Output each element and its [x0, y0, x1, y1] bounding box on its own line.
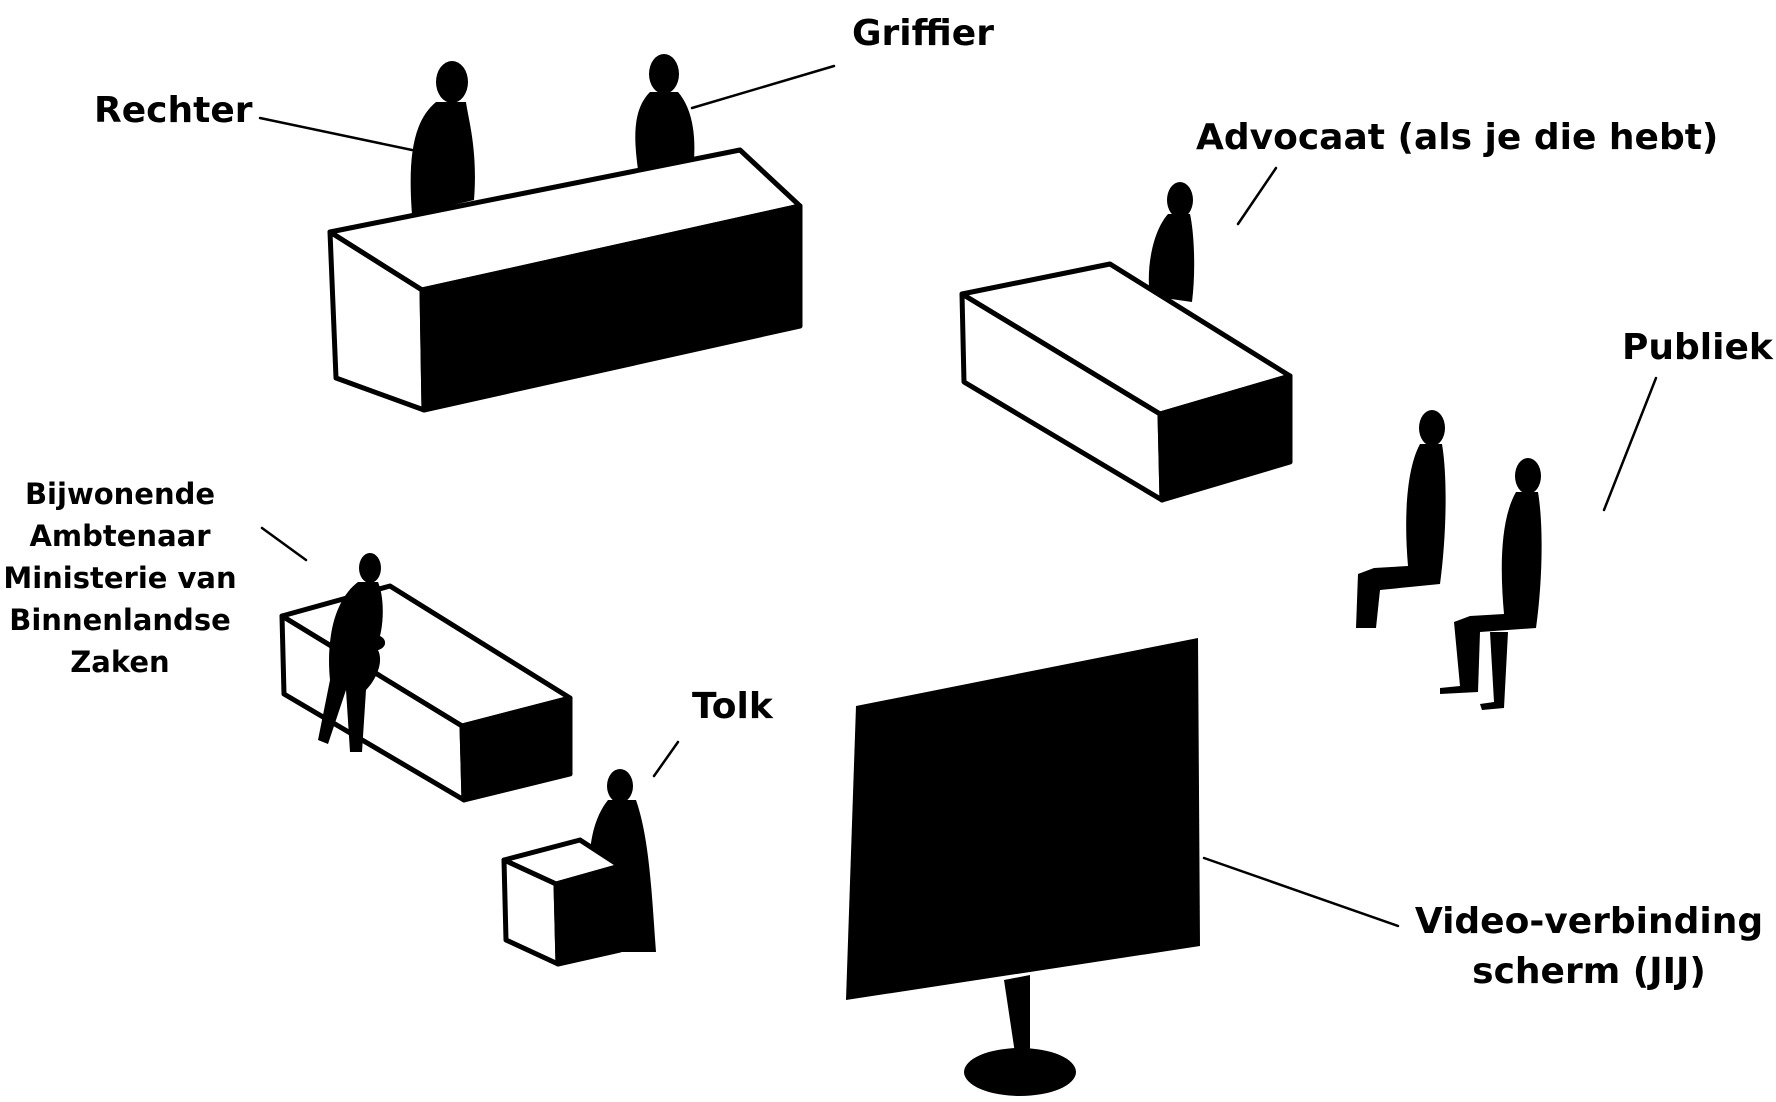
- label-ambtenaar: Bijwonende Ambtenaar Ministerie van Binn…: [0, 473, 240, 683]
- leader-video: [1204, 858, 1398, 926]
- label-ambtenaar-line-5: Zaken: [0, 641, 240, 683]
- label-publiek: Publiek: [1622, 327, 1773, 369]
- label-griffier: Griffier: [852, 13, 994, 55]
- ambtenaar-group: [282, 553, 570, 800]
- video-screen-stand: [1004, 975, 1030, 1060]
- griffier-figure: [635, 54, 694, 170]
- tolk-desk: [504, 840, 620, 964]
- leader-advocaat: [1238, 168, 1276, 224]
- rechter-figure: [411, 61, 475, 215]
- label-rechter: Rechter: [94, 90, 252, 132]
- advocaat-figure: [1149, 182, 1194, 302]
- publiek-figure-2: [1440, 458, 1542, 710]
- video-screen-base: [964, 1048, 1076, 1096]
- judge-bench: [330, 150, 800, 410]
- leader-publiek: [1604, 378, 1656, 510]
- video-screen-group: [846, 638, 1200, 1096]
- label-ambtenaar-line-2: Ambtenaar: [0, 515, 240, 557]
- label-tolk: Tolk: [692, 686, 773, 728]
- ambtenaar-desk: [282, 586, 570, 800]
- tolk-group: [504, 769, 656, 964]
- label-video-line-1: Video-verbinding: [1404, 897, 1774, 947]
- publiek-figure-1: [1356, 410, 1446, 628]
- leader-tolk: [654, 742, 678, 776]
- leader-rechter: [260, 118, 412, 150]
- video-screen: [846, 638, 1200, 1000]
- judge-bench-group: [330, 54, 800, 410]
- publiek-group: [1356, 410, 1542, 710]
- label-video: Video-verbinding scherm (JIJ): [1404, 897, 1774, 997]
- leader-ambtenaar: [262, 528, 306, 560]
- label-ambtenaar-line-4: Binnenlandse: [0, 599, 240, 641]
- label-ambtenaar-line-1: Bijwonende: [0, 473, 240, 515]
- label-video-line-2: scherm (JIJ): [1404, 947, 1774, 997]
- leader-griffier: [692, 66, 834, 108]
- advocaat-group: [962, 182, 1290, 500]
- label-ambtenaar-line-3: Ministerie van: [0, 557, 240, 599]
- label-advocaat: Advocaat (als je die hebt): [1196, 117, 1718, 159]
- advocaat-table: [962, 264, 1290, 500]
